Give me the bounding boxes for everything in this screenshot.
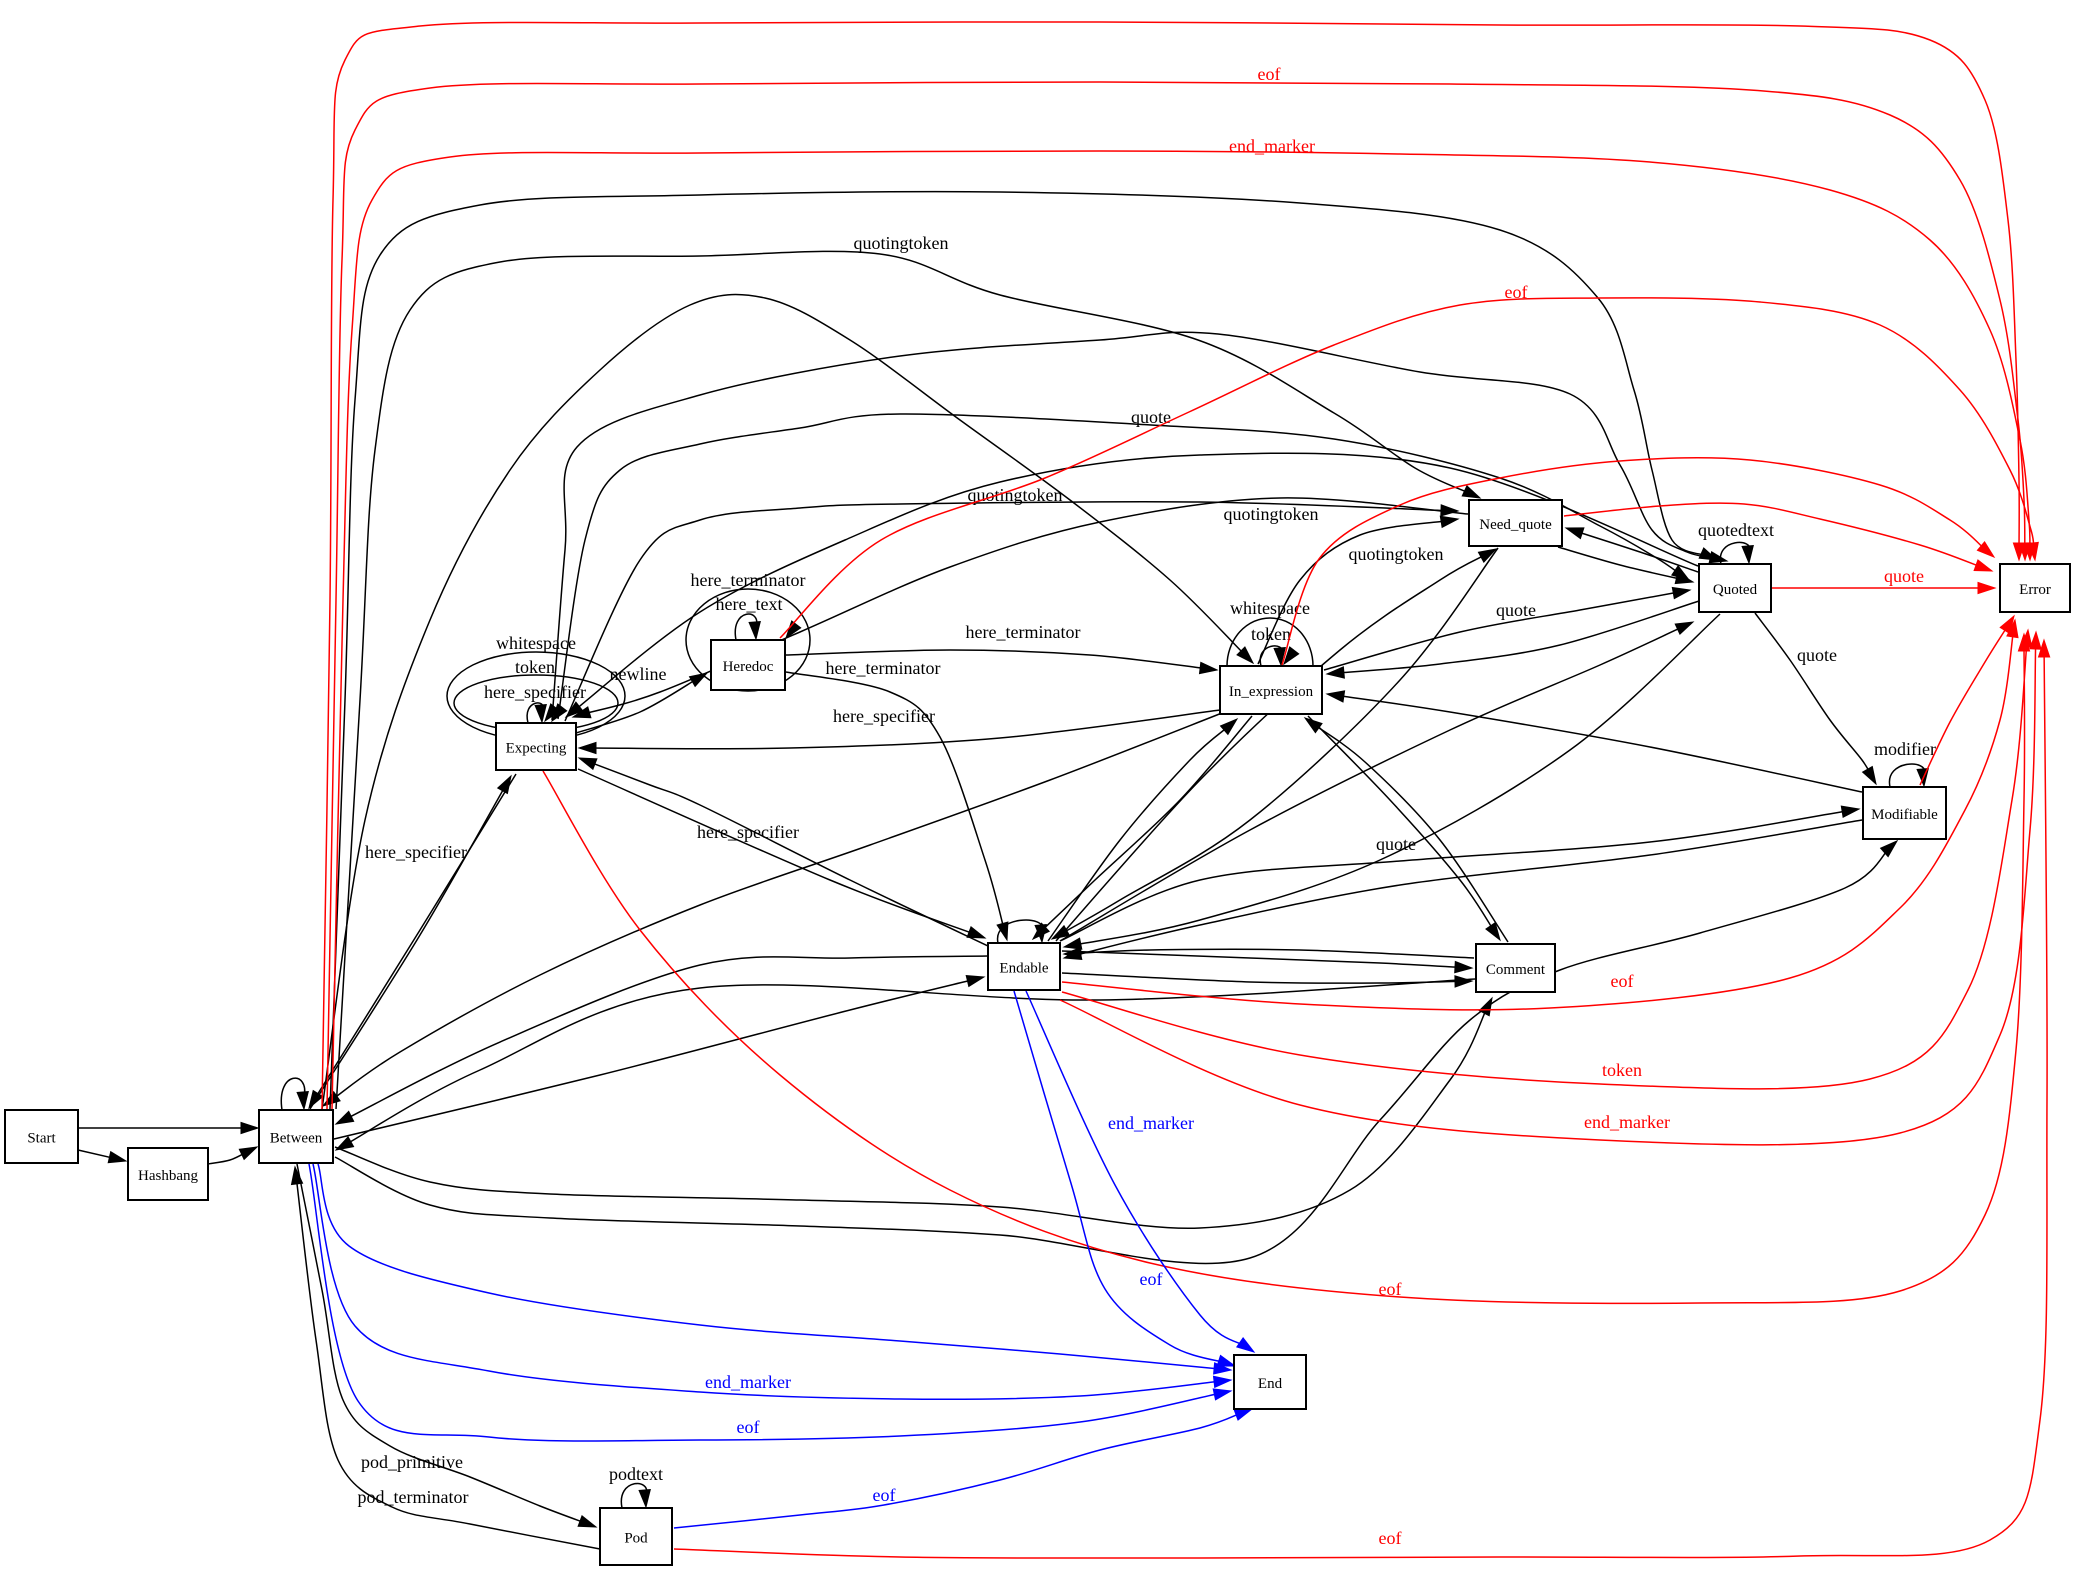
svg-text:Start: Start <box>27 1131 56 1147</box>
svg-text:whitespace: whitespace <box>496 633 576 653</box>
svg-text:Quoted: Quoted <box>1713 582 1758 598</box>
svg-text:Between: Between <box>270 1131 323 1147</box>
svg-text:end_marker: end_marker <box>1108 1113 1194 1133</box>
svg-text:here_specifier: here_specifier <box>484 682 586 702</box>
svg-text:here_text: here_text <box>716 594 783 614</box>
svg-text:quote: quote <box>1884 566 1924 586</box>
svg-text:eof: eof <box>1258 64 1281 84</box>
svg-text:quote: quote <box>1131 407 1171 427</box>
svg-text:Endable: Endable <box>999 961 1048 977</box>
svg-text:quotingtoken: quotingtoken <box>854 233 949 253</box>
svg-text:Heredoc: Heredoc <box>723 659 774 675</box>
svg-text:eof: eof <box>1505 282 1528 302</box>
svg-text:eof: eof <box>1140 1269 1163 1289</box>
svg-text:Need_quote: Need_quote <box>1479 517 1552 533</box>
svg-text:quotingtoken: quotingtoken <box>968 485 1063 505</box>
svg-text:podtext: podtext <box>609 1464 663 1484</box>
svg-text:here_specifier: here_specifier <box>365 842 467 862</box>
svg-text:End: End <box>1258 1376 1283 1392</box>
svg-text:pod_primitive: pod_primitive <box>361 1452 463 1472</box>
svg-text:quotingtoken: quotingtoken <box>1349 544 1444 564</box>
svg-text:here_specifier: here_specifier <box>833 706 935 726</box>
svg-text:end_marker: end_marker <box>705 1372 791 1392</box>
svg-text:here_terminator: here_terminator <box>691 570 806 590</box>
svg-text:Pod: Pod <box>624 1531 648 1547</box>
svg-text:eof: eof <box>873 1485 896 1505</box>
svg-text:eof: eof <box>1379 1528 1402 1548</box>
svg-text:eof: eof <box>1379 1279 1402 1299</box>
svg-text:In_expression: In_expression <box>1229 684 1314 700</box>
svg-text:modifier: modifier <box>1874 739 1936 759</box>
svg-text:quotedtext: quotedtext <box>1698 520 1774 540</box>
svg-text:eof: eof <box>737 1417 760 1437</box>
svg-text:quote: quote <box>1376 834 1416 854</box>
svg-text:token: token <box>515 657 555 677</box>
svg-text:here_specifier: here_specifier <box>697 822 799 842</box>
svg-text:Hashbang: Hashbang <box>138 1168 198 1184</box>
svg-text:end_marker: end_marker <box>1229 136 1315 156</box>
svg-text:Modifiable: Modifiable <box>1871 807 1938 823</box>
svg-text:here_terminator: here_terminator <box>966 622 1081 642</box>
svg-text:whitespace: whitespace <box>1230 598 1310 618</box>
svg-text:Error: Error <box>2019 582 2051 598</box>
svg-text:here_terminator: here_terminator <box>826 658 941 678</box>
svg-text:pod_terminator: pod_terminator <box>358 1487 469 1507</box>
svg-text:token: token <box>1602 1060 1642 1080</box>
svg-text:quotingtoken: quotingtoken <box>1224 504 1319 524</box>
svg-text:quote: quote <box>1496 600 1536 620</box>
svg-text:eof: eof <box>1611 971 1634 991</box>
svg-text:quote: quote <box>1797 645 1837 665</box>
svg-text:Comment: Comment <box>1486 962 1546 978</box>
svg-text:Expecting: Expecting <box>506 741 567 757</box>
svg-text:end_marker: end_marker <box>1584 1112 1670 1132</box>
